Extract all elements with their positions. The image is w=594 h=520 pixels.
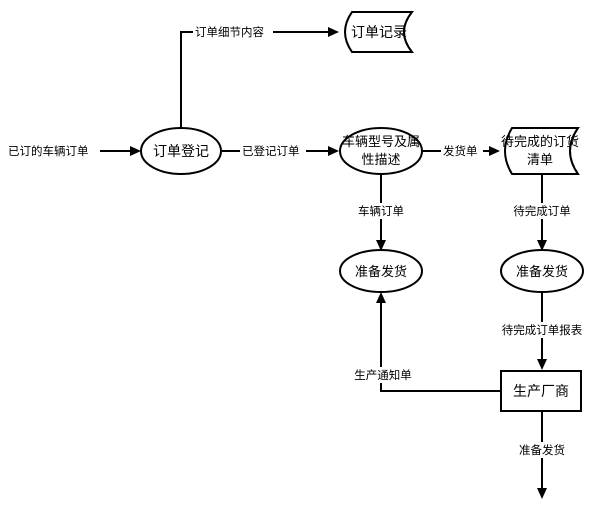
- node-prepare-ship-left: [339, 249, 423, 293]
- node-order-register-label: 订单登记: [153, 144, 209, 160]
- node-vehicle-attributes-line1: 车辆型号及属: [342, 134, 420, 150]
- label-bg: [350, 367, 418, 383]
- node-order-record-label: 订单记录: [351, 25, 407, 41]
- edge-label-ordered-vehicle-orders: 已订的车辆订单: [8, 144, 89, 158]
- edge-manufacturer-to-ship-left: [380, 301, 501, 392]
- edge-label-pending-orders: 待完成订单: [513, 204, 571, 218]
- node-prepare-ship-left-label: 准备发货: [355, 264, 407, 280]
- arrowhead: [489, 146, 500, 156]
- edge-label-order-details: 订单细节内容: [195, 25, 264, 39]
- node-manufacturer-label: 生产厂商: [513, 384, 569, 400]
- arrowhead: [130, 146, 141, 156]
- node-vehicle-attributes-line2: 性描述: [361, 153, 400, 168]
- node-vehicle-attributes: [339, 127, 423, 175]
- node-manufacturer: [500, 370, 582, 412]
- label-bg: [240, 143, 306, 159]
- arrowhead: [328, 146, 339, 156]
- edge-label-delivery-note: 发货单: [443, 144, 478, 158]
- arrowhead: [537, 359, 547, 370]
- edge-label-pending-order-report: 待完成订单报表: [502, 323, 583, 337]
- edge-label-production-notice: 生产通知单: [354, 368, 412, 382]
- label-bg: [508, 203, 576, 219]
- edge-label-registered-orders: 已登记订单: [242, 144, 300, 158]
- label-bg: [441, 143, 483, 159]
- arrowhead: [537, 488, 547, 499]
- edge-register-to-record: [180, 31, 330, 128]
- node-prepare-ship-right: [500, 249, 584, 293]
- edge-label-prepare-ship-bottom: 准备发货: [519, 443, 565, 457]
- node-pending-order-list-line2: 清单: [527, 153, 553, 168]
- arrowhead: [537, 240, 547, 251]
- label-bg: [498, 322, 588, 338]
- edge-label-vehicle-orders: 车辆订单: [358, 204, 404, 218]
- label-bg: [193, 25, 273, 40]
- node-prepare-ship-right-label: 准备发货: [516, 264, 568, 280]
- label-bg: [354, 203, 410, 219]
- arrowhead: [376, 292, 386, 303]
- arrowhead: [376, 240, 386, 251]
- node-pending-order-list: [504, 127, 580, 175]
- node-pending-order-list-line1: 待完成的订货: [501, 134, 579, 150]
- node-order-register: [140, 127, 222, 175]
- arrowhead: [328, 27, 339, 37]
- label-bg: [514, 442, 570, 458]
- node-order-record: [344, 11, 415, 53]
